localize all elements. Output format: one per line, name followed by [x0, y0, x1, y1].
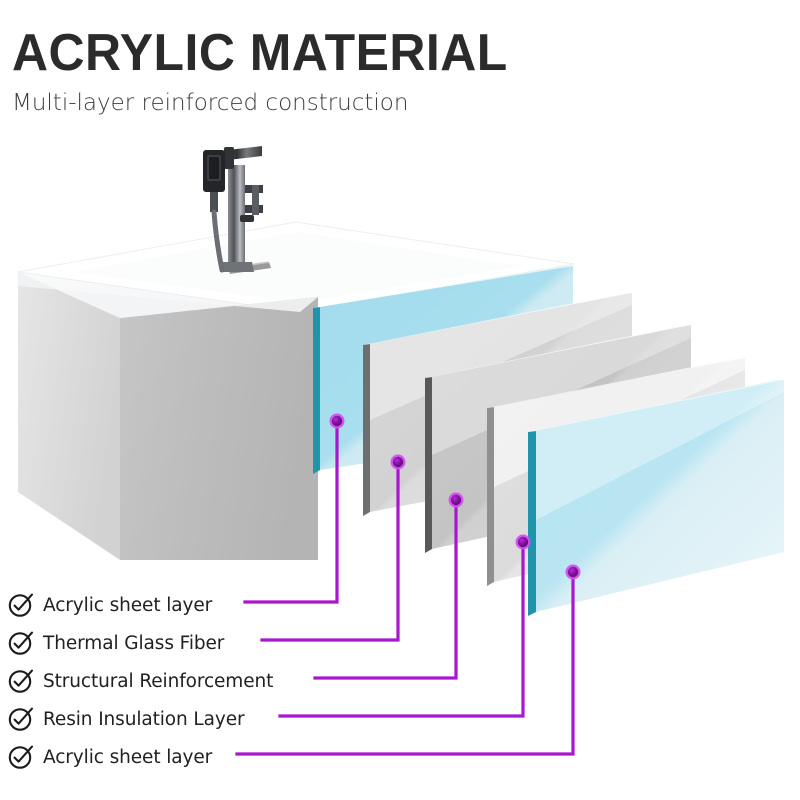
callout-node-1 — [329, 413, 345, 429]
shower-hose — [211, 209, 225, 273]
shower-bracket-post — [252, 185, 259, 215]
layer-3-face — [432, 325, 691, 549]
callout-node-5 — [565, 564, 581, 580]
faucet-handle — [240, 215, 254, 222]
list-item[interactable]: Acrylic sheet layer — [8, 586, 348, 624]
layer-2-face — [370, 293, 632, 512]
faucet-base — [220, 262, 254, 272]
layer-1-acrylic-sheet — [313, 266, 573, 474]
check-circle-icon — [8, 668, 34, 694]
callout-node-2 — [390, 454, 406, 470]
tub-deck-surface — [17, 221, 575, 313]
callout-node-3 — [448, 492, 464, 508]
layer-2-thermal-glass-fiber — [363, 293, 632, 516]
layer-2-gloss — [370, 293, 632, 420]
layer-3-structural-reinforcement — [425, 325, 691, 553]
legend-item-label: Structural Reinforcement — [43, 670, 274, 692]
legend-item-label: Thermal Glass Fiber — [43, 632, 225, 654]
faucet-illustration — [203, 146, 263, 273]
list-item[interactable]: Thermal Glass Fiber — [8, 624, 348, 662]
legend-item-label: Acrylic sheet layer — [43, 594, 213, 616]
callout-node-4 — [515, 534, 531, 550]
layer-1-bevel — [313, 266, 573, 308]
layer-5-acrylic-sheet — [528, 380, 784, 616]
list-item[interactable]: Structural Reinforcement — [8, 662, 348, 700]
handheld-shower-head — [203, 150, 225, 212]
layer-2-bevel — [363, 293, 632, 345]
bathtub-illustration — [17, 146, 575, 560]
layer-5-gloss — [536, 380, 784, 520]
page-subtitle: Multi-layer reinforced construction — [12, 90, 409, 116]
faucet-pole — [228, 165, 245, 270]
layer-5-bevel — [528, 380, 784, 432]
layer-4-edge — [487, 407, 494, 586]
shower-bracket-lower — [245, 205, 263, 213]
faucet-spout-joint — [224, 147, 234, 169]
layer-4-gloss — [494, 358, 745, 487]
layer-1-face — [320, 266, 573, 470]
legend-list: Acrylic sheet layer Thermal Glass Fiber … — [8, 586, 348, 776]
overflow-drain-slot — [228, 261, 271, 274]
callout-line-1 — [243, 419, 339, 604]
list-item[interactable]: Acrylic sheet layer — [8, 738, 348, 776]
tub-top-rim — [18, 222, 574, 320]
tub-left-end-face — [18, 272, 120, 560]
layer-3-gloss — [432, 325, 691, 455]
legend-item-label: Acrylic sheet layer — [43, 746, 213, 768]
layer-3-edge — [425, 377, 432, 553]
check-circle-icon — [8, 706, 34, 732]
faucet-spout — [228, 146, 262, 160]
layer-4-resin-insulation — [487, 358, 745, 586]
list-item[interactable]: Resin Insulation Layer — [8, 700, 348, 738]
layer-5-edge — [528, 431, 536, 616]
check-circle-icon — [8, 592, 34, 618]
tub-rim-edge-highlight — [18, 272, 318, 318]
header: ACRYLIC MATERIAL Multi-layer reinforced … — [12, 26, 782, 118]
shower-bracket-upper — [245, 185, 263, 193]
tub-front-face — [120, 297, 318, 560]
check-circle-icon — [8, 630, 34, 656]
layer-2-edge — [363, 344, 370, 516]
layer-5-face — [536, 380, 784, 612]
layer-3-bevel — [425, 325, 691, 378]
page-title: ACRYLIC MATERIAL — [12, 24, 508, 82]
callout-nodes — [329, 413, 581, 580]
layer-4-bevel — [487, 358, 745, 408]
check-circle-icon — [8, 744, 34, 770]
tub-basin — [74, 232, 520, 303]
layer-4-face — [494, 358, 745, 582]
layer-1-edge — [313, 307, 320, 474]
legend-item-label: Resin Insulation Layer — [43, 708, 245, 730]
